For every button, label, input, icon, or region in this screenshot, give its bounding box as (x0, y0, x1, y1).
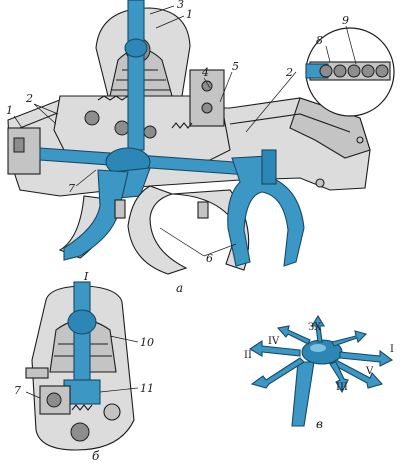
detent-detail-circle (245, 27, 395, 133)
section-callout-I: I (83, 270, 89, 283)
callout-2-left: 2 (25, 92, 33, 105)
detent-spring-right (171, 122, 193, 129)
gear-label-III: III (336, 382, 348, 393)
gear-lever (127, 0, 145, 151)
gear-label-V: V (365, 366, 374, 377)
callout-3: 3 (177, 0, 184, 11)
section-callout-7: 7 (14, 384, 21, 397)
callout-1-top: 1 (186, 8, 193, 21)
housing-left-block (7, 127, 41, 175)
callout-7-main: 7 (68, 182, 75, 195)
gear-label-II: II (244, 350, 252, 361)
shift-fork-blue (227, 155, 305, 267)
main-assembly (7, 0, 371, 275)
main-callouts: 1 3 4 5 1 2 2 7 6 8 9 а (6, 0, 357, 295)
callout-2-detail: 2 (285, 66, 293, 79)
shift-fork-left-blue (63, 169, 129, 261)
housing-right-flange (289, 97, 371, 159)
shift-fork-center (127, 185, 188, 275)
lever-section-view: I 7 10 11 б (14, 270, 154, 463)
detent-block (189, 69, 225, 127)
callout-8: 8 (316, 34, 323, 47)
callout-9: 9 (342, 14, 349, 27)
pattern-lever-stem (291, 361, 315, 427)
section-callout-10: 10 (140, 336, 154, 349)
gear-label-reverse: ЗХ (308, 322, 322, 333)
section-callout-11: 11 (140, 382, 154, 395)
gear-label-IV: IV (268, 336, 280, 347)
section-lever (73, 281, 91, 393)
callout-4: 4 (201, 66, 209, 79)
caption-a: а (176, 281, 183, 295)
pattern-arrows (248, 314, 394, 394)
gear-label-I: I (390, 344, 394, 355)
lever-ball (124, 38, 148, 58)
caption-v: в (316, 417, 323, 431)
caption-b: б (92, 449, 100, 463)
shift-pattern-view: ЗХ IV II I V III в (244, 314, 394, 431)
callout-5: 5 (232, 60, 239, 73)
callout-1-left: 1 (6, 104, 13, 117)
section-ball (67, 309, 97, 335)
callout-6: 6 (206, 252, 213, 265)
